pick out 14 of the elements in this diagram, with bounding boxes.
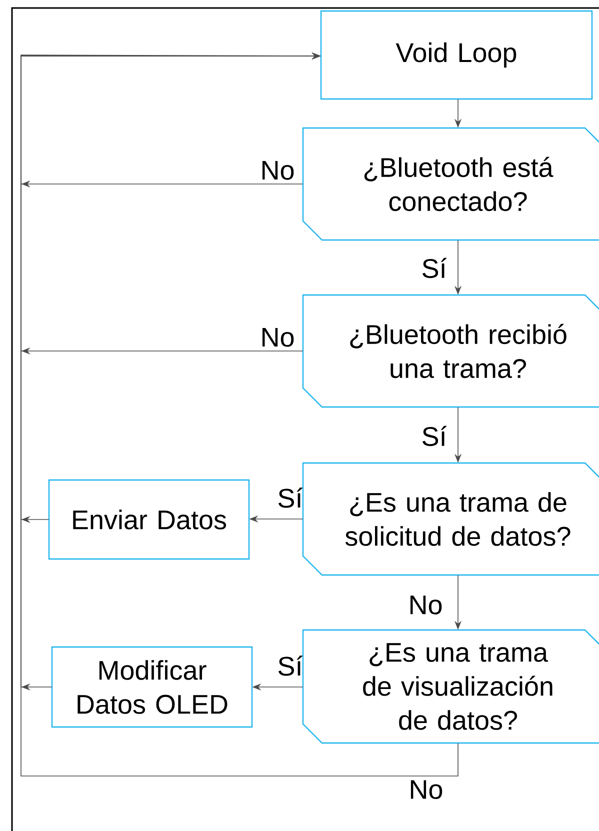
decision-box: ¿Bluetooth está conectado?	[302, 127, 599, 241]
process-box: Void Loop	[320, 10, 593, 100]
decision-box: ¿Es una trama de visualización de datos?	[302, 629, 599, 744]
edge-label: No	[262, 160, 294, 180]
process-box: Modificar Datos OLED	[51, 646, 253, 728]
decision-box: ¿Es una trama de solicitud de datos?	[302, 462, 599, 576]
edge-label: Sí	[422, 426, 447, 446]
decision-box: ¿Bluetooth recibió una trama?	[302, 294, 599, 408]
loop-arrow	[20, 52, 458, 776]
edge-label: No	[410, 780, 442, 800]
edge-label: Sí	[422, 258, 447, 278]
edge-label: No	[262, 328, 294, 347]
process-box: Enviar Datos	[48, 479, 250, 560]
edge-label: No	[410, 596, 442, 614]
